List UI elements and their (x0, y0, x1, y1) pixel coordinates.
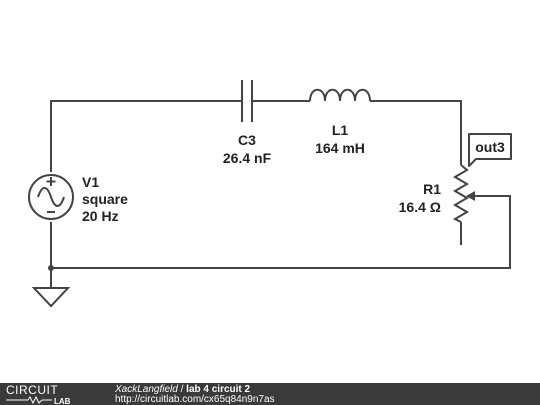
l1-value-label: 164 mH (315, 140, 365, 156)
v1-type-label: square (82, 191, 128, 207)
footer-credit: XackLangfield / lab 4 circuit 2 (115, 384, 250, 395)
wire-return (50, 195, 511, 269)
circuit-schematic: V1 square 20 Hz C3 26.4 nF L1 164 mH R1 … (28, 80, 512, 308)
footer-separator: / (177, 384, 187, 395)
inductor-l1[interactable] (309, 88, 371, 102)
wire-l1-right (370, 100, 462, 165)
resistor-r1[interactable] (452, 164, 482, 223)
footer-url[interactable]: http://circuitlab.com/cx65q84n9n7as (115, 394, 275, 405)
c3-name-label: C3 (238, 132, 256, 148)
wiper-arrow (466, 191, 475, 201)
author-link[interactable]: XackLangfield (115, 384, 178, 395)
wires (48, 100, 511, 288)
logo-bottom-text: LAB (54, 397, 71, 405)
voltage-source-v1[interactable] (28, 174, 74, 220)
r1-name-label: R1 (423, 181, 441, 197)
c3-value-label: 26.4 nF (223, 150, 272, 166)
r1-value-label: 16.4 Ω (399, 199, 441, 215)
l1-name-label: L1 (332, 122, 349, 138)
junction-node (48, 265, 54, 271)
capacitor-c3[interactable] (241, 80, 253, 122)
footer-bar: CIRCUIT LAB XackLangfield / lab 4 circui… (0, 383, 540, 405)
circuit-title[interactable]: lab 4 circuit 2 (186, 384, 251, 395)
ground-icon (31, 287, 71, 308)
probe-out3[interactable]: out3 (468, 133, 512, 167)
wire-left-top (50, 100, 242, 172)
v1-freq-label: 20 Hz (82, 208, 119, 224)
logo-top-text: CIRCUIT (6, 383, 58, 397)
circuitlab-logo[interactable]: CIRCUIT LAB (6, 383, 96, 405)
probe-label: out3 (475, 139, 505, 155)
v1-name-label: V1 (82, 174, 99, 190)
